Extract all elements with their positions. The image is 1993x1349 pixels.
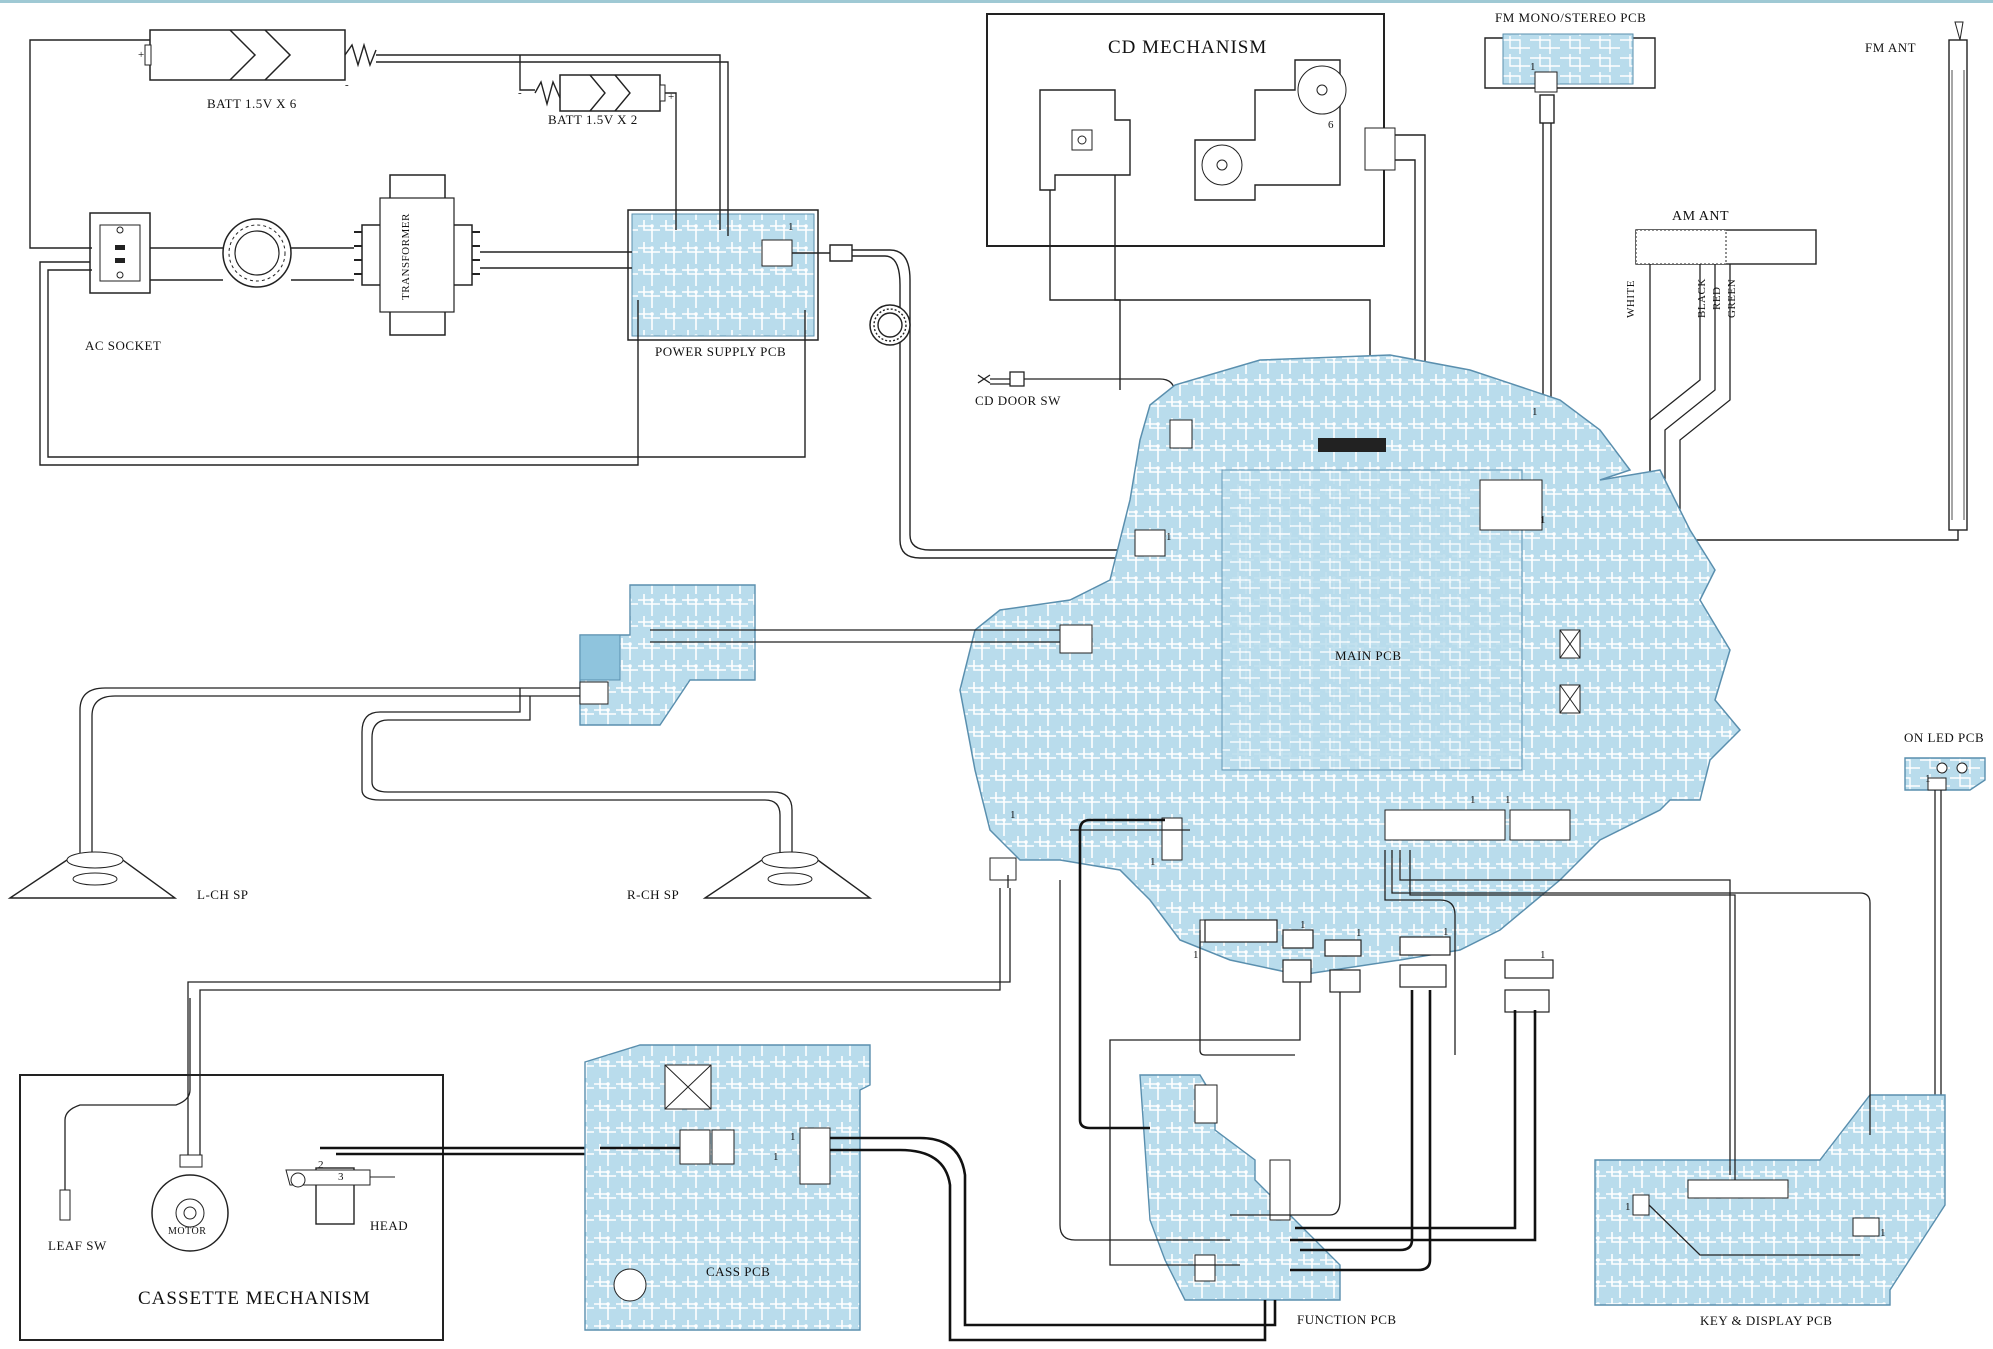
label-r-ch-sp: R-CH SP bbox=[627, 887, 680, 902]
label-fm-pcb: FM MONO/STEREO PCB bbox=[1495, 10, 1647, 25]
pin-1-conn-d: 1 bbox=[1443, 926, 1449, 938]
pin-1-conn-e: 1 bbox=[1540, 949, 1546, 961]
head-pin-2: 2 bbox=[318, 1159, 324, 1171]
pin-1-cd-conn: 1 bbox=[1532, 406, 1538, 418]
label-transformer: TRANSFORMER bbox=[400, 213, 412, 300]
cd-door-switch bbox=[977, 371, 1176, 420]
pin-1-key: 1 bbox=[1625, 1201, 1631, 1213]
battery-pack-6 bbox=[144, 29, 377, 81]
pin-1-conn-a: 1 bbox=[1193, 949, 1199, 961]
pin-1-cass: 1 bbox=[773, 1151, 779, 1163]
label-cd-door: CD DOOR SW bbox=[975, 393, 1061, 408]
batt6-plus: + bbox=[138, 49, 144, 61]
power-wires bbox=[29, 39, 853, 466]
head-pin-3: 3 bbox=[338, 1171, 344, 1183]
heavy-cables bbox=[600, 818, 1537, 1342]
ferrite-core bbox=[222, 218, 292, 288]
interconnect-wires bbox=[1059, 829, 1871, 1266]
ac-socket bbox=[89, 212, 151, 294]
battery-pack-2 bbox=[534, 74, 666, 112]
pin-markers: 1 1 1 1 1 1 1 1 1 1 1 1 1 1 1 1 1 1 1 + … bbox=[138, 49, 1931, 1239]
label-key-display: KEY & DISPLAY PCB bbox=[1700, 1313, 1833, 1328]
transformer bbox=[354, 174, 480, 336]
on-led-pcb bbox=[1893, 757, 1986, 1129]
pin-1-fm: 1 bbox=[1530, 61, 1536, 73]
speaker-left bbox=[7, 851, 178, 899]
label-motor: MOTOR bbox=[168, 1226, 207, 1237]
speaker-jack-pcb bbox=[579, 584, 1060, 726]
label-ac-socket: AC SOCKET bbox=[85, 338, 162, 353]
label-function-pcb: FUNCTION PCB bbox=[1297, 1312, 1397, 1327]
label-cassette-mechanism: CASSETTE MECHANISM bbox=[138, 1288, 371, 1309]
cassette-mechanism-box bbox=[19, 1074, 444, 1341]
psu-main-cable bbox=[852, 249, 1160, 559]
label-cass-pcb: CASS PCB bbox=[706, 1264, 771, 1279]
pin-1-conn-b: 1 bbox=[1300, 919, 1306, 931]
pin-1-main-conn2: 1 bbox=[1505, 794, 1511, 806]
cd-mechanism-box bbox=[986, 13, 1396, 247]
label-batt-2: BATT 1.5V X 2 bbox=[548, 112, 638, 127]
pin-1-main-bottom: 1 bbox=[1010, 809, 1016, 821]
pin-1-main-conn: 1 bbox=[1470, 794, 1476, 806]
speaker-wiring bbox=[79, 687, 793, 880]
pin-1-psu: 1 bbox=[788, 221, 794, 233]
main-pcb bbox=[959, 354, 1742, 979]
label-leaf-sw: LEAF SW bbox=[48, 1238, 107, 1253]
label-wire-white: WHITE bbox=[1625, 280, 1637, 318]
pin-1-led: 1 bbox=[1925, 773, 1931, 785]
power-supply-pcb bbox=[627, 209, 819, 341]
pin-1-main-bottom2: 1 bbox=[1150, 856, 1156, 868]
label-head: HEAD bbox=[370, 1218, 409, 1233]
speaker-right bbox=[702, 851, 873, 899]
label-wire-red: RED bbox=[1711, 286, 1723, 311]
label-on-led: ON LED PCB bbox=[1904, 730, 1985, 745]
pin-1-main-left: 1 bbox=[1166, 531, 1172, 543]
label-wire-green: GREEN bbox=[1726, 278, 1738, 318]
label-cd-mechanism: CD MECHANISM bbox=[1108, 37, 1268, 58]
am-antenna bbox=[1570, 229, 1817, 611]
main-connectors bbox=[1204, 919, 1554, 1013]
fm-cable bbox=[1539, 94, 1555, 420]
fm-antenna bbox=[1690, 21, 1968, 541]
label-am-ant: AM ANT bbox=[1672, 209, 1730, 224]
label-fm-ant: FM ANT bbox=[1865, 40, 1917, 55]
label-wire-black: BLACK bbox=[1696, 278, 1708, 318]
batt2-minus: - bbox=[518, 87, 522, 99]
pin-1-main-right: 1 bbox=[1540, 514, 1546, 526]
pin-1-conn-c: 1 bbox=[1356, 927, 1362, 939]
cass-pcb bbox=[584, 1044, 871, 1331]
function-pcb bbox=[1139, 1074, 1341, 1301]
batt6-minus: - bbox=[345, 79, 349, 91]
top-rule bbox=[0, 0, 1993, 3]
cassette-wiring bbox=[64, 875, 1011, 1190]
label-l-ch-sp: L-CH SP bbox=[197, 887, 249, 902]
label-power-supply: POWER SUPPLY PCB bbox=[655, 344, 787, 359]
label-batt-6: BATT 1.5V X 6 bbox=[207, 96, 297, 111]
pin-1-cass2: 1 bbox=[790, 1131, 796, 1143]
batt2-plus: + bbox=[668, 91, 674, 103]
label-main-pcb: MAIN PCB bbox=[1335, 648, 1402, 663]
cd-pin-6: 6 bbox=[1328, 119, 1334, 131]
fm-stereo-pcb bbox=[1484, 33, 1656, 93]
pin-1-key2: 1 bbox=[1880, 1227, 1886, 1239]
key-display-pcb bbox=[1594, 1094, 1946, 1306]
